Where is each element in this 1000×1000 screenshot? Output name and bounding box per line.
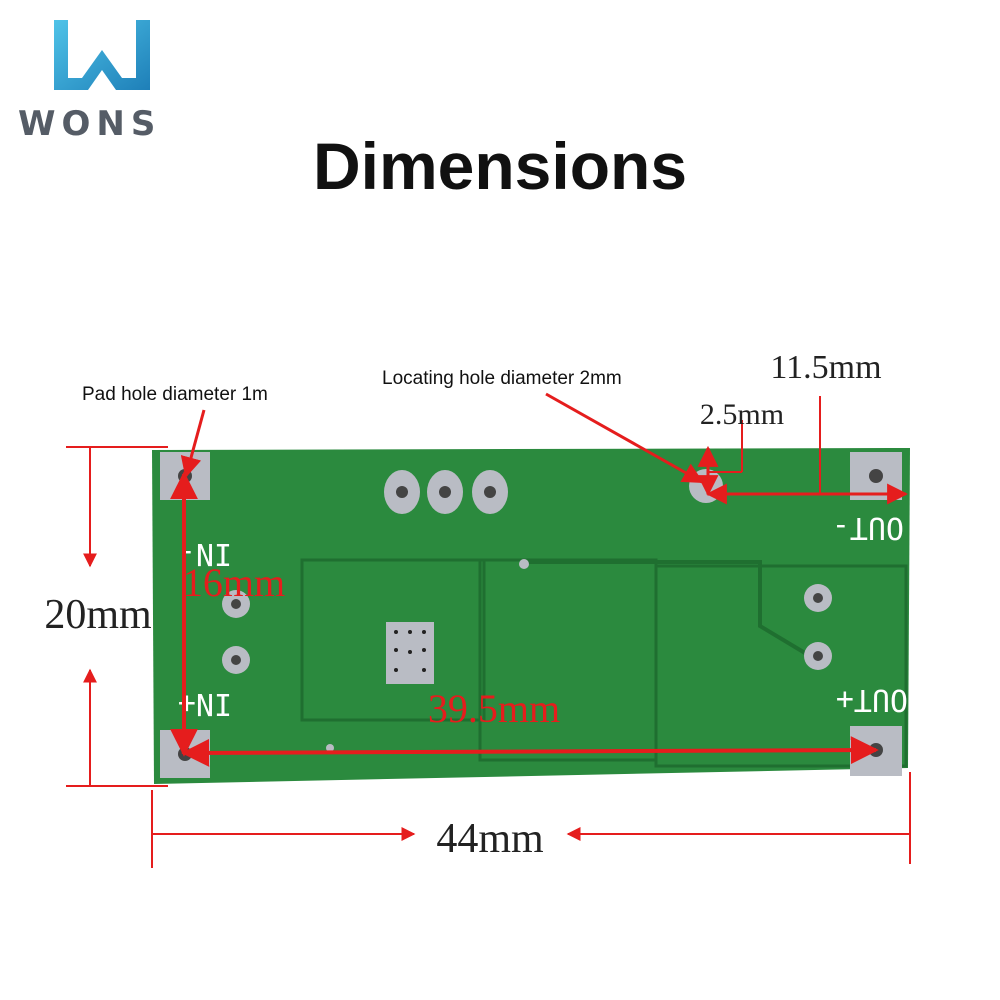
dim-width-label: 44mm (436, 816, 544, 862)
dim-pad-span-y-label: 16mm (183, 560, 285, 605)
dim-pad-span-x-label: 39.5mm (428, 686, 560, 731)
dim-height-label: 20mm (44, 592, 152, 638)
note-locating-hole: Locating hole diameter 2mm (382, 368, 622, 389)
pcb-board: IN- IN+ OUT- OUT+ (152, 448, 910, 784)
brand-name: WONS (18, 104, 162, 144)
side-pads-right (804, 584, 832, 670)
note-pad-hole: Pad hole diameter 1m (82, 384, 268, 405)
board-outline-inductor (300, 558, 486, 722)
label-out-pos: OUT+ (836, 682, 908, 717)
page-title: Dimensions (312, 129, 688, 203)
locating-hole (689, 469, 723, 503)
dim-pad-span-x-line (181, 736, 879, 767)
side-pads-left (222, 590, 250, 674)
board-trace (524, 560, 812, 658)
label-out-neg: OUT- (832, 510, 904, 545)
dim-hole-offset-y-label: 2.5mm (700, 398, 784, 431)
leader-locating-hole (545, 392, 704, 484)
round-pads-top (384, 470, 508, 514)
wons-logo (54, 20, 150, 90)
leader-pad-hole (180, 409, 206, 479)
dim-hole-offset-x-label: 11.5mm (770, 349, 881, 386)
extension-lines (66, 396, 911, 868)
